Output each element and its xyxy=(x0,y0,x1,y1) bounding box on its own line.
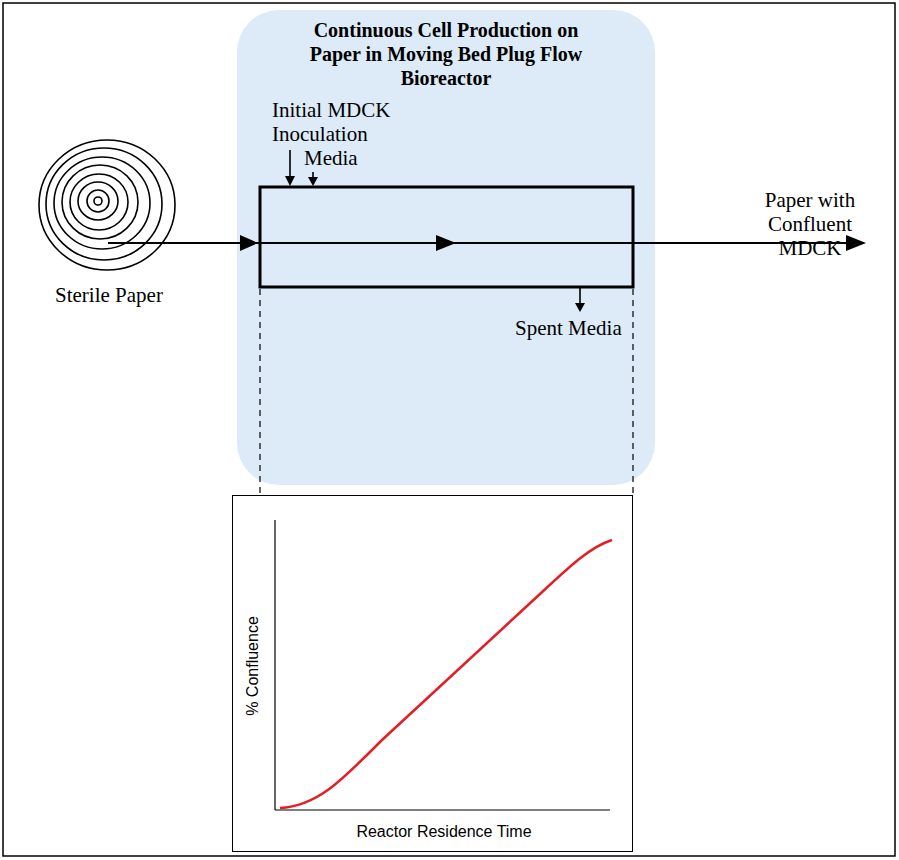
arrowhead xyxy=(285,176,295,186)
arrowhead xyxy=(308,177,318,186)
dashed-guide xyxy=(259,289,260,495)
dashed-guide xyxy=(632,289,633,495)
arrowhead xyxy=(436,235,456,251)
chart-frame: % ConfluenceReactor Residence Time xyxy=(232,495,633,852)
x-axis xyxy=(275,809,610,810)
arrowhead xyxy=(575,303,585,312)
inlet-label: Media xyxy=(304,146,358,170)
reactor-box xyxy=(260,187,633,287)
outlet-label: Spent Media xyxy=(515,316,622,340)
arrowhead xyxy=(846,235,866,251)
outlet-label: Paper with Confluent MDCK xyxy=(735,188,885,260)
axis-label: Reactor Residence Time xyxy=(356,823,531,841)
paper-roll xyxy=(39,140,175,270)
bioreactor-region xyxy=(237,10,655,485)
arrowhead xyxy=(240,235,258,251)
outer-frame xyxy=(3,3,895,856)
inlet-label: Initial MDCK Inoculation xyxy=(272,98,397,146)
spent-media-arrow xyxy=(579,288,581,304)
axis-label: % Confluence xyxy=(244,616,262,716)
inoculation-arrow xyxy=(289,150,291,177)
diagram-title: Continuous Cell Production on Paper in M… xyxy=(287,18,605,90)
paper-web xyxy=(108,242,852,244)
confluence-curve xyxy=(280,540,612,808)
y-axis xyxy=(274,520,275,810)
feed-label: Sterile Paper xyxy=(55,283,163,307)
